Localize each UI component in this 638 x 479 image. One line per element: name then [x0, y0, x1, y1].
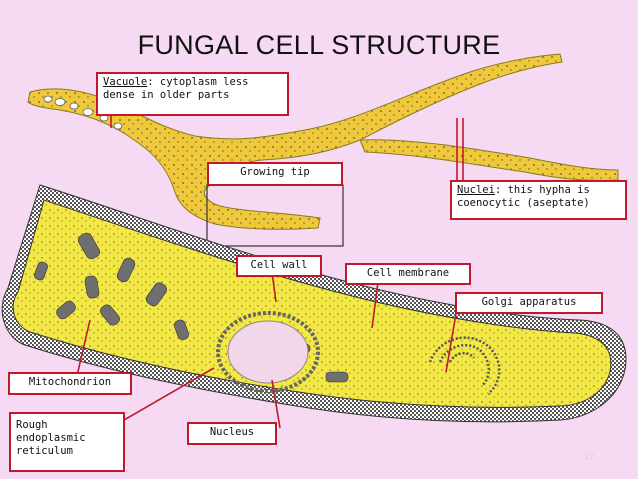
- hypha-lower-branch: [359, 139, 619, 182]
- golgi-apparatus: [428, 336, 501, 395]
- cell-membrane-label: Cell membrane: [366, 267, 450, 279]
- hypha: [27, 53, 619, 230]
- rough-er-callout: Rough endoplasmic reticulum: [9, 412, 125, 472]
- rough-er-line2: endoplasmic: [16, 432, 86, 444]
- slide-title: FUNGAL CELL STRUCTURE: [137, 30, 501, 60]
- nuclei-callout: Nuclei: this hypha is coenocytic (asepta…: [450, 180, 627, 220]
- rough-er-line3: reticulum: [16, 445, 73, 457]
- cytoplasm: [12, 199, 612, 408]
- rough-er-line1: Rough: [16, 419, 48, 431]
- vacuole-row: [43, 95, 123, 130]
- growing-tip-label: Growing tip: [240, 166, 310, 178]
- vacuole-term: Vacuole: [103, 76, 148, 88]
- slide-number: 17: [584, 452, 595, 462]
- mitochondrion-callout: Mitochondrion: [8, 372, 132, 395]
- cell-wall-label: Cell wall: [250, 259, 308, 271]
- nuclei-line2: coenocytic (aseptate): [457, 197, 590, 209]
- mitochondria: [34, 232, 349, 383]
- vacuole-line2: dense in older parts: [103, 89, 230, 101]
- nuclei-term: Nuclei: [457, 184, 495, 196]
- nucleus: [216, 311, 320, 393]
- cell-wall-callout: Cell wall: [236, 255, 322, 277]
- golgi-callout: Golgi apparatus: [455, 292, 603, 314]
- cell-membrane-callout: Cell membrane: [345, 263, 471, 285]
- nucleus-callout: Nucleus: [187, 422, 277, 445]
- leader-lines: [75, 115, 464, 429]
- vacuole-callout: Vacuole: cytoplasm less dense in older p…: [96, 72, 289, 116]
- nuclei-line1: : this hypha is: [494, 184, 590, 196]
- hypha-main: [27, 53, 563, 230]
- mitochondrion-label: Mitochondrion: [28, 376, 112, 388]
- vacuole-line1: : cytoplasm less: [147, 76, 249, 88]
- nucleus-label: Nucleus: [209, 426, 255, 438]
- growing-tip-callout: Growing tip: [207, 162, 343, 186]
- golgi-label: Golgi apparatus: [481, 296, 577, 308]
